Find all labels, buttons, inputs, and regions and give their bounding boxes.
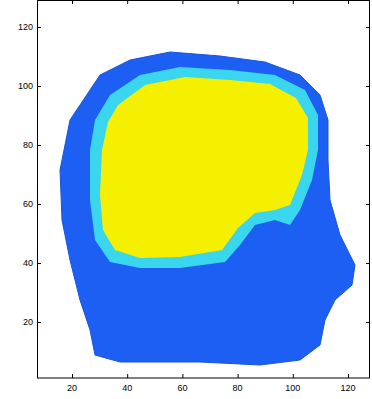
tick-mark <box>366 204 370 205</box>
tick-mark <box>37 263 41 264</box>
tick-mark <box>37 27 41 28</box>
tick-mark <box>366 145 370 146</box>
tick-mark <box>366 322 370 323</box>
tick-mark <box>366 27 370 28</box>
y-tick-label: 40 <box>23 259 33 268</box>
tick-mark <box>238 0 239 4</box>
tick-mark <box>366 263 370 264</box>
tick-mark <box>366 86 370 87</box>
axis-ticks <box>37 0 370 378</box>
tick-mark <box>182 0 183 4</box>
tick-mark <box>127 0 128 4</box>
y-tick-label: 100 <box>18 82 33 91</box>
y-tick-label: 120 <box>18 23 33 32</box>
tick-mark <box>238 374 239 378</box>
brain-region <box>100 77 308 258</box>
x-tick-label: 40 <box>122 384 132 393</box>
head-region <box>60 52 355 365</box>
y-tick-label: 20 <box>23 318 33 327</box>
x-tick-label: 60 <box>177 384 187 393</box>
tick-mark <box>37 204 41 205</box>
tick-mark <box>37 145 41 146</box>
tick-mark <box>127 374 128 378</box>
tick-mark <box>37 322 41 323</box>
tick-mark <box>348 374 349 378</box>
x-tick-label: 120 <box>340 384 355 393</box>
tick-mark <box>72 0 73 4</box>
skull-layer <box>90 67 318 268</box>
y-tick-label: 60 <box>23 200 33 209</box>
x-tick-label: 20 <box>67 384 77 393</box>
axes-box <box>38 1 370 379</box>
tick-mark <box>182 374 183 378</box>
axes-ground <box>37 0 370 378</box>
tick-mark <box>72 374 73 378</box>
tick-mark <box>293 374 294 378</box>
tick-mark <box>293 0 294 4</box>
y-tick-label: 80 <box>23 141 33 150</box>
x-tick-label: 100 <box>285 384 300 393</box>
tick-mark <box>348 0 349 4</box>
tick-mark <box>37 86 41 87</box>
x-tick-label: 80 <box>233 384 243 393</box>
